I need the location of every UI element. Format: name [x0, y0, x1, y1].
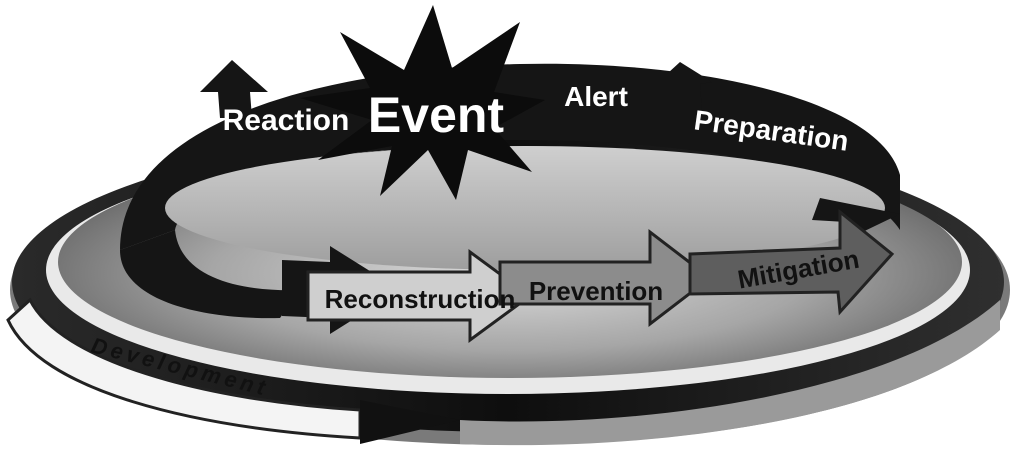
label-reconstruction: Reconstruction: [325, 284, 516, 314]
label-prevention: Prevention: [529, 276, 663, 306]
label-event: Event: [368, 87, 505, 143]
label-reaction: Reaction: [223, 104, 350, 137]
label-alert: Alert: [564, 81, 628, 112]
